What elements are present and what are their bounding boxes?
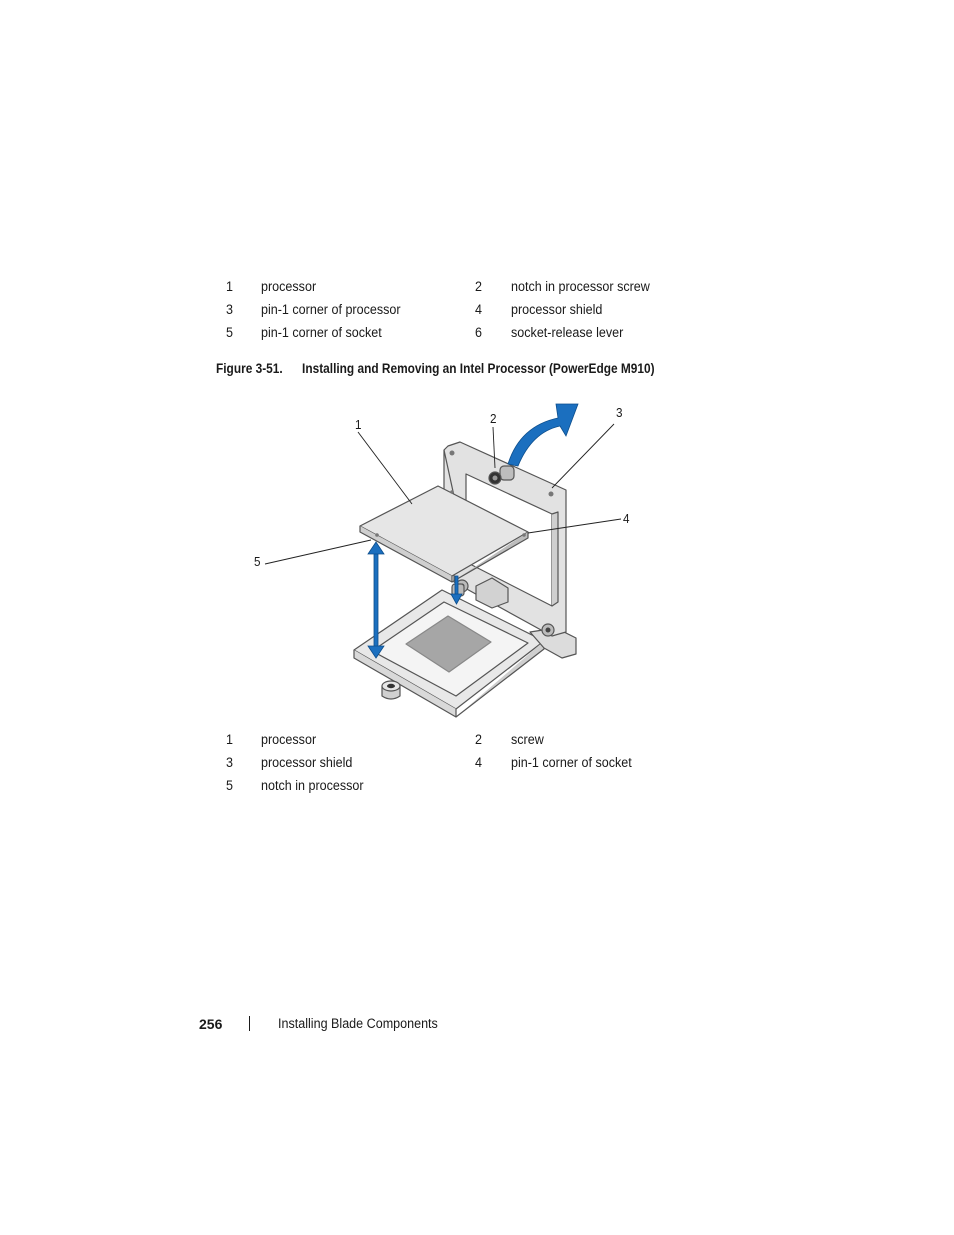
legend-number: 1	[226, 732, 233, 747]
processor-illustration: 1 2 3 4 5	[240, 396, 660, 720]
legend-number: 5	[226, 325, 233, 340]
callout-1: 1	[355, 417, 362, 432]
figure-title: Installing and Removing an Intel Process…	[302, 361, 655, 376]
legend-label: notch in processor screw	[511, 279, 650, 294]
legend-number: 1	[226, 279, 233, 294]
legend-label: pin-1 corner of socket	[511, 755, 632, 770]
open-shield-arrow	[507, 403, 579, 467]
socket-die	[405, 615, 492, 673]
legend-number: 4	[475, 302, 482, 317]
leader-lines	[264, 423, 622, 565]
motion-arrows	[367, 403, 579, 659]
footer-section-title: Installing Blade Components	[278, 1016, 438, 1031]
legend-label: screw	[511, 732, 544, 747]
shield-screw	[499, 465, 515, 481]
lift-processor-arrow	[373, 549, 379, 651]
legend-number: 2	[475, 732, 482, 747]
legend-number: 3	[226, 755, 233, 770]
callout-2: 2	[490, 411, 497, 426]
callout-4: 4	[623, 511, 630, 526]
legend-label: processor shield	[511, 302, 603, 317]
legend-number: 3	[226, 302, 233, 317]
legend-label: processor	[261, 732, 317, 747]
legend-number: 2	[475, 279, 482, 294]
callout-3: 3	[616, 405, 623, 420]
legend-label: socket-release lever	[511, 325, 624, 340]
legend-number: 6	[475, 325, 482, 340]
legend-number: 5	[226, 778, 233, 793]
processor-diagram	[264, 403, 622, 718]
legend-label: processor shield	[261, 755, 353, 770]
legend-label: pin-1 corner of processor	[261, 302, 401, 317]
legend-label: processor	[261, 279, 317, 294]
legend-number: 4	[475, 755, 482, 770]
figure-caption: Figure 3-51. Installing and Removing an I…	[216, 361, 655, 376]
legend-label: pin-1 corner of socket	[261, 325, 382, 340]
page-number: 256	[199, 1016, 223, 1032]
legend-label: notch in processor	[261, 778, 364, 793]
figure-number: Figure 3-51.	[216, 361, 283, 376]
callout-5: 5	[254, 554, 261, 569]
footer-separator	[249, 1016, 250, 1031]
